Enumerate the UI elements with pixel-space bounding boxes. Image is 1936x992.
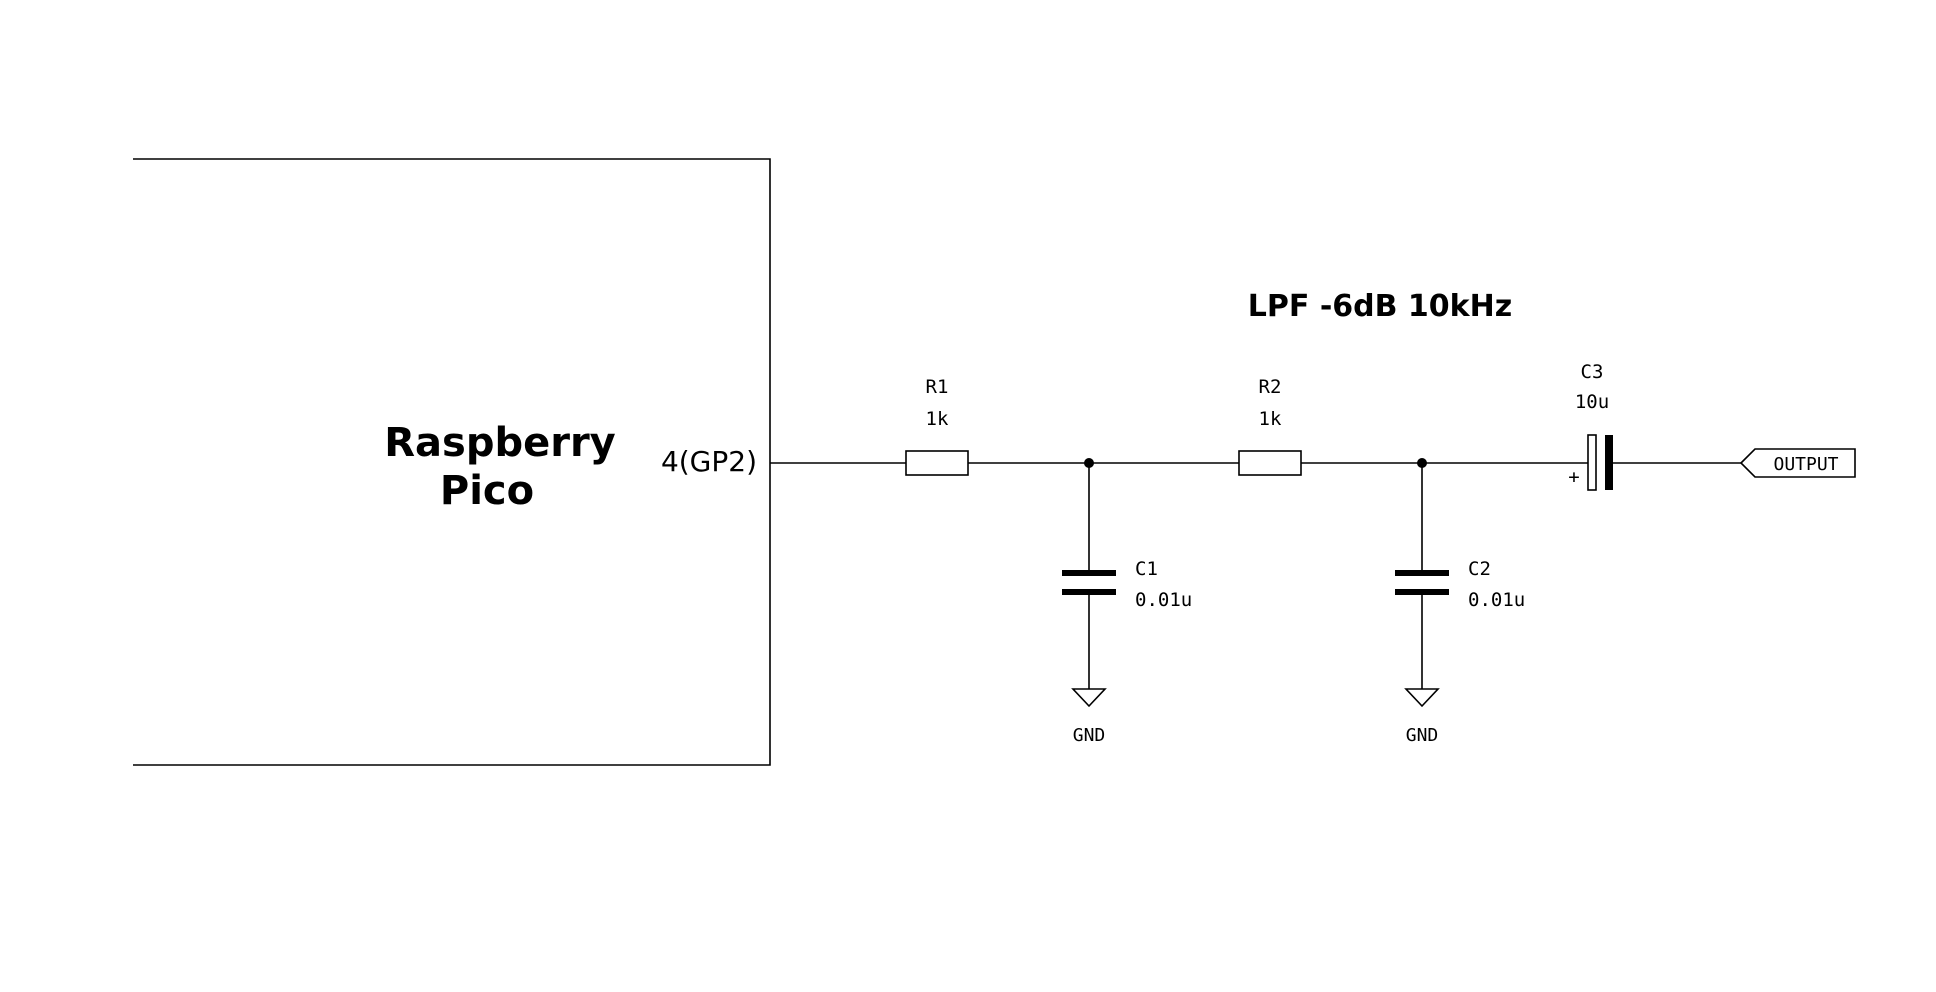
filter-title: LPF -6dB 10kHz bbox=[1248, 289, 1512, 324]
output-port-shape bbox=[1739, 448, 1856, 478]
gnd1-label: GND bbox=[1073, 725, 1106, 746]
pico-name-line1: Raspberry bbox=[384, 420, 616, 466]
capacitor-c2: C2 0.01u bbox=[1395, 463, 1525, 689]
r1-body bbox=[905, 450, 969, 476]
c3-ref: C3 bbox=[1581, 361, 1604, 383]
raspberry-pico-block: Raspberry Pico 4(GP2) bbox=[133, 158, 771, 766]
c3-polarity-mark: + bbox=[1568, 466, 1579, 488]
pico-name-line2: Pico bbox=[440, 468, 534, 514]
c2-ref: C2 bbox=[1468, 558, 1491, 580]
pico-outline bbox=[133, 158, 771, 766]
ground-icon bbox=[1404, 688, 1440, 708]
resistor-r2: R2 1k bbox=[1238, 376, 1302, 476]
c3-plate-positive bbox=[1587, 434, 1597, 491]
c3-plate-negative bbox=[1605, 435, 1613, 490]
ground-symbol-1: GND bbox=[1071, 688, 1107, 746]
ground-symbol-2: GND bbox=[1404, 688, 1440, 746]
r2-body bbox=[1238, 450, 1302, 476]
c3-value: 10u bbox=[1575, 391, 1609, 413]
r1-value: 1k bbox=[926, 408, 949, 430]
capacitor-c1: C1 0.01u bbox=[1062, 463, 1192, 689]
r2-ref: R2 bbox=[1259, 376, 1282, 398]
c1-value: 0.01u bbox=[1135, 589, 1192, 611]
c2-value: 0.01u bbox=[1468, 589, 1525, 611]
ground-icon bbox=[1071, 688, 1107, 708]
resistor-r1: R1 1k bbox=[905, 376, 969, 476]
gnd2-label: GND bbox=[1406, 725, 1439, 746]
r2-value: 1k bbox=[1259, 408, 1282, 430]
output-port: OUTPUT bbox=[1739, 448, 1856, 478]
r1-ref: R1 bbox=[926, 376, 949, 398]
c1-ref: C1 bbox=[1135, 558, 1158, 580]
output-label: OUTPUT bbox=[1773, 454, 1838, 475]
capacitor-c3: + C3 10u bbox=[1568, 361, 1613, 491]
pin-label-gp2: 4(GP2) bbox=[661, 445, 757, 478]
